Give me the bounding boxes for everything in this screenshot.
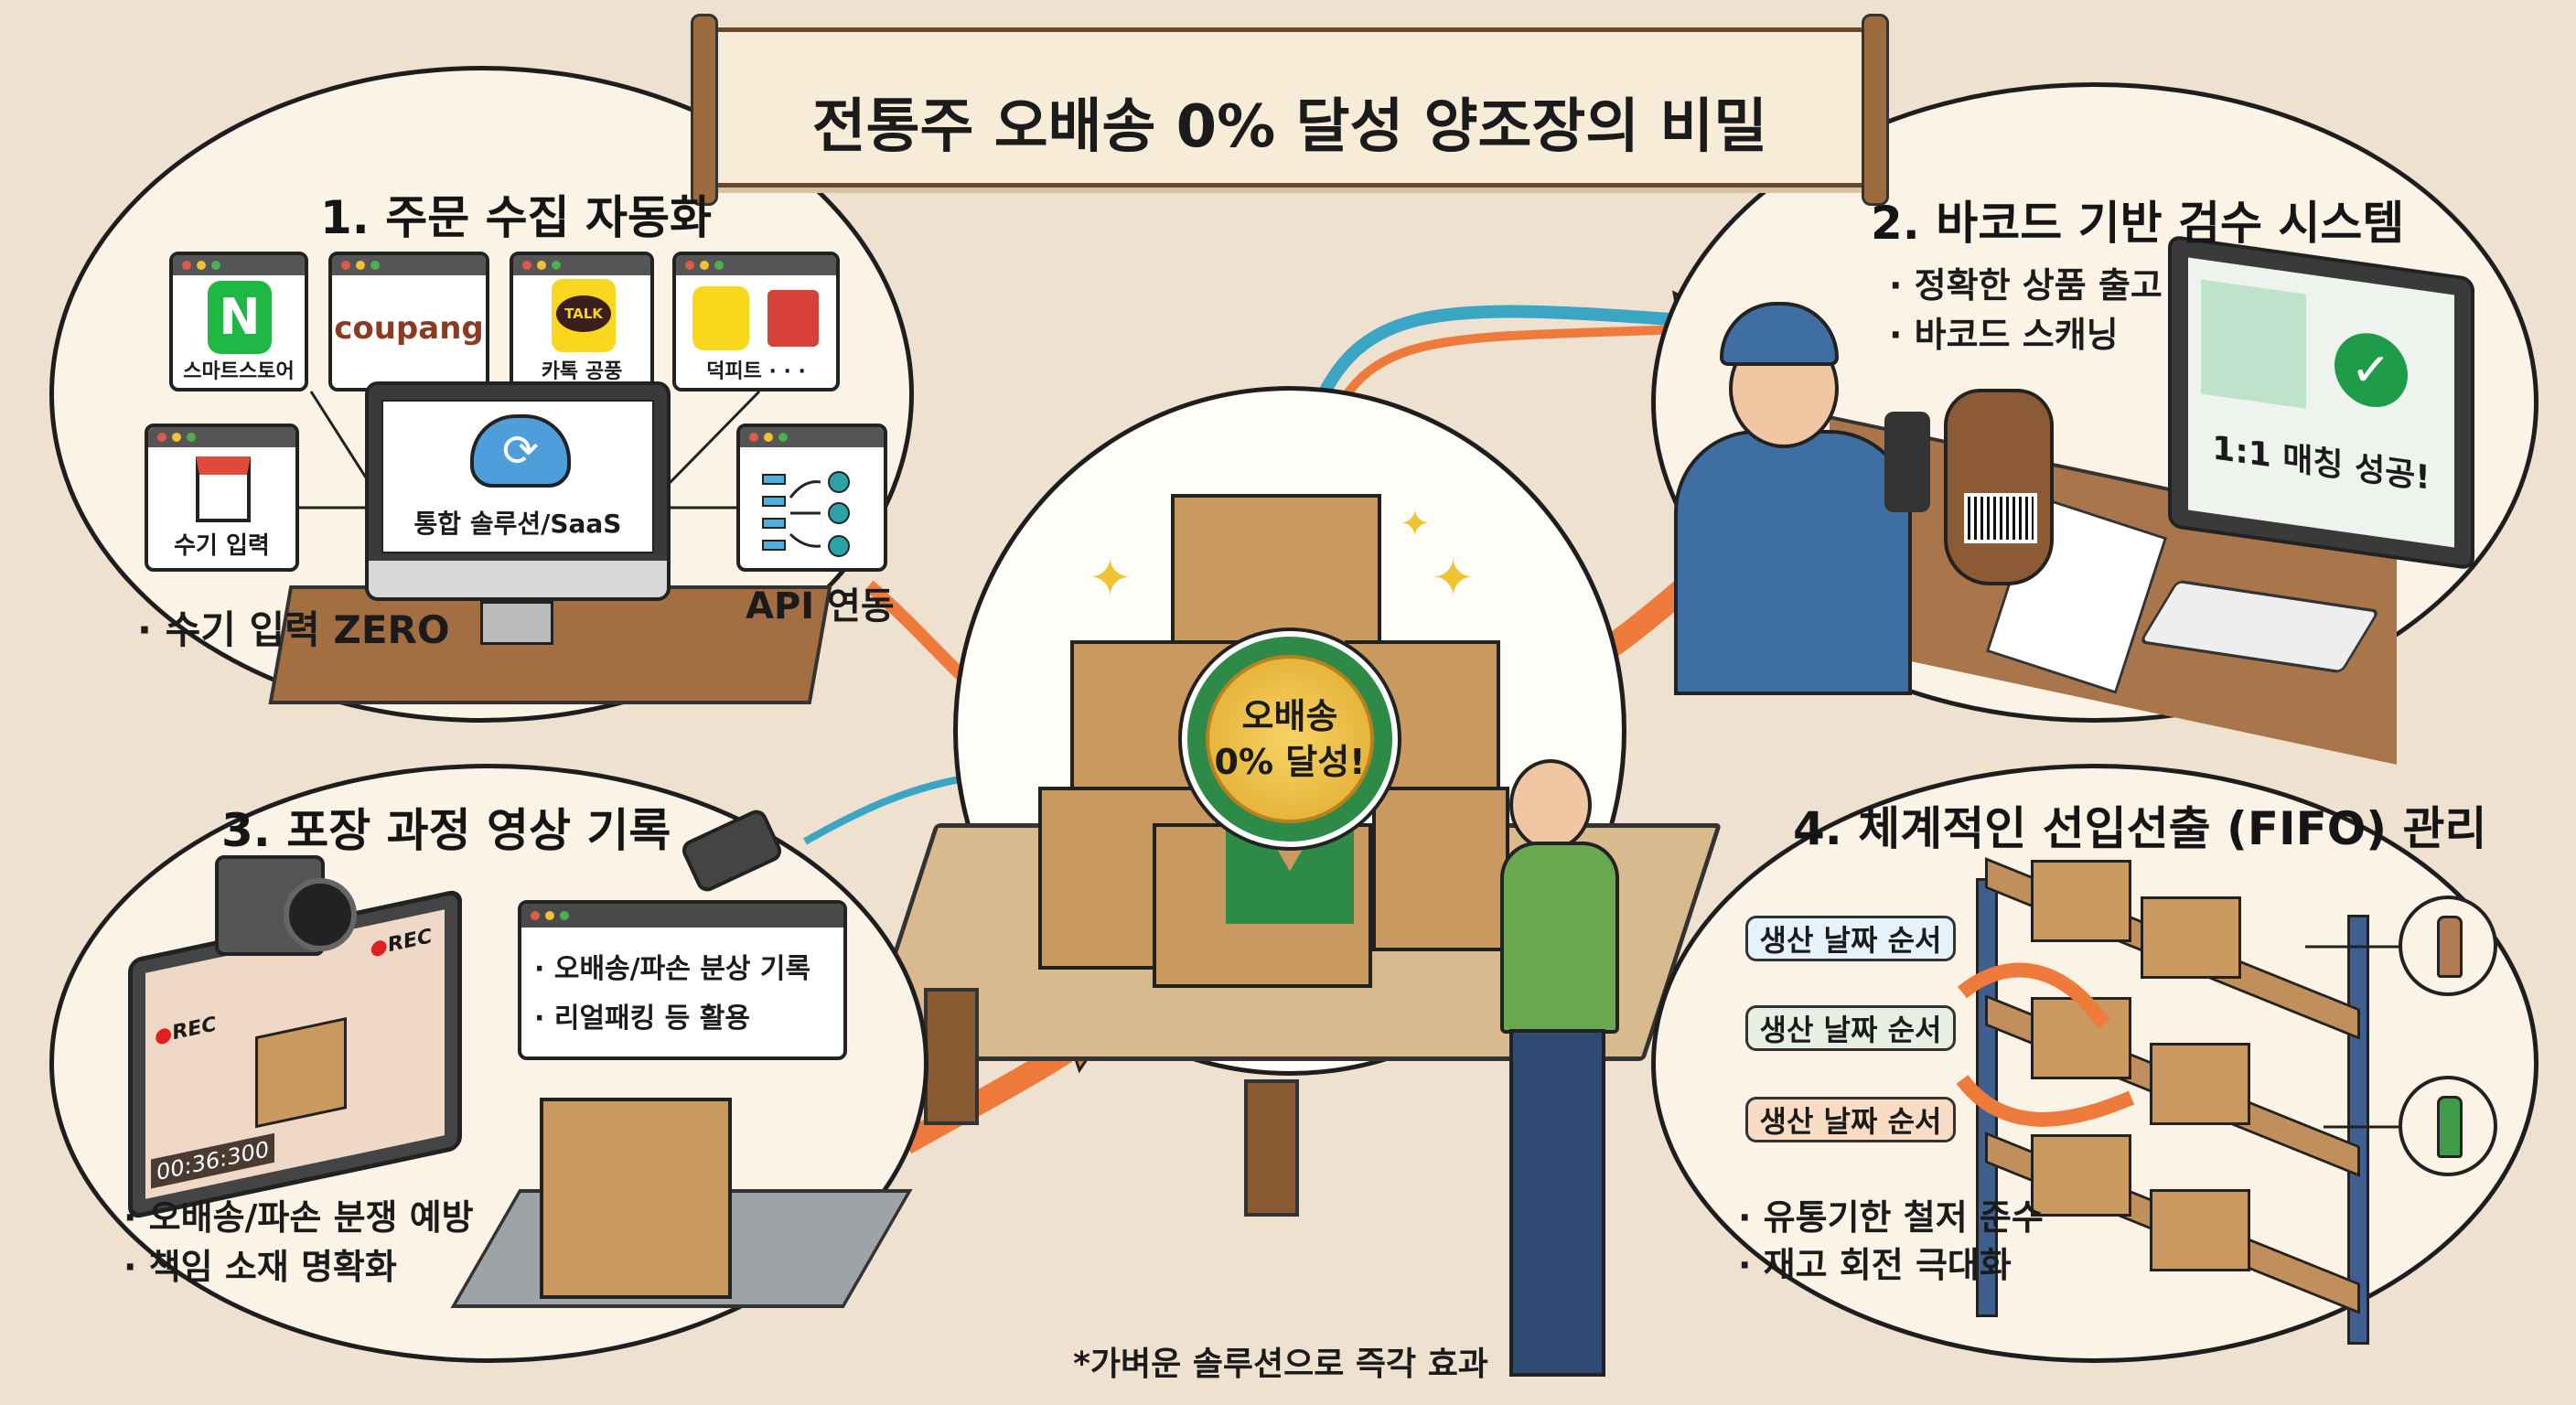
footer-note: *가벼운 솔루션으로 즉각 효과 [1073, 1346, 1488, 1383]
title-scroll: 전통주 오배송 0% 달성 양조장의 비밀 [691, 14, 1889, 206]
production-date-label-1: 생산 날짜 순서 [1745, 916, 1956, 961]
channel-kakao: TALK 카톡 공풍 [510, 252, 654, 391]
staff-shirt [1500, 842, 1619, 1034]
panel2-bullet-1: · 정확한 상품 출고 [1889, 265, 2163, 306]
api-label: API 연동 [746, 585, 895, 627]
scroll-rod-left [691, 14, 718, 206]
makgeolli-bottle [1944, 389, 2054, 585]
sparkle-icon: ✦ [1432, 549, 1475, 608]
brown-bottle-icon [2399, 896, 2497, 996]
badge-line2: 0% 달성! [1214, 742, 1366, 782]
staff-person [1509, 759, 1592, 851]
monitor-stand [480, 601, 553, 645]
sealed-box [540, 1098, 732, 1299]
channel-manual-entry: 수기 입력 [145, 424, 299, 572]
panel3-title: 3. 포장 과정 영상 기록 [221, 804, 671, 857]
kakao-talk-icon [692, 286, 749, 350]
naver-n-logo: N [208, 281, 272, 354]
panel2-title: 2. 바코드 기반 검수 시스템 [1871, 197, 2405, 250]
camera-lens [284, 878, 357, 951]
panel4-bullet-1: · 유통기한 철저 준수 [1738, 1197, 2044, 1238]
platform-leg-right [1244, 1079, 1299, 1217]
panel4-bullet-2: · 재고 회전 극대화 [1738, 1245, 2012, 1285]
sparkle-icon: ✦ [1089, 549, 1132, 608]
panel1-bullet: · 수기 입력 ZERO [137, 607, 450, 652]
channel-other: 덕피트 · · · [672, 252, 840, 391]
sparkle-icon: ✦ [1400, 503, 1431, 545]
channel-coupang: coupang [328, 252, 489, 391]
production-date-label-2: 생산 날짜 순서 [1745, 1005, 1956, 1051]
info-bullet-1: · 오배송/파손 분상 기록 [534, 953, 811, 985]
api-flow-icon [762, 471, 850, 557]
info-bullet-2: · 리얼패킹 등 활용 [534, 1003, 750, 1035]
panel3-bullet-1: · 오배송/파손 분쟁 예방 [123, 1197, 474, 1238]
badge-medal: 오배송 0% 달성! [1206, 655, 1374, 823]
scroll-rod-right [1862, 14, 1889, 206]
barcode-label [1964, 493, 2037, 543]
production-date-label-3: 생산 날짜 순서 [1745, 1097, 1956, 1142]
green-bottle-icon [2399, 1076, 2497, 1176]
worker-body [1674, 430, 1912, 695]
panel1-title: 1. 주문 수집 자동화 [320, 191, 713, 244]
panel4-title: 4. 체계적인 선입선출 (FIFO) 관리 [1793, 802, 2487, 855]
gift-box-icon [767, 290, 819, 347]
kakao-talk-logo: TALK [552, 279, 616, 352]
panel3-bullet-2: · 책임 소재 명확화 [123, 1247, 397, 1287]
storage-shelf [1976, 857, 2369, 1345]
api-window [736, 424, 887, 572]
packing-info-window: · 오배송/파손 분상 기록 · 리얼패킹 등 활용 [518, 900, 847, 1060]
channel-smartstore: N 스마트스토어 [169, 252, 308, 391]
platform-leg-left [924, 988, 979, 1125]
staff-legs [1509, 1029, 1605, 1377]
arrow-center-to-panel2 [1302, 305, 1684, 433]
badge-line1: 오배송 [1241, 696, 1338, 736]
hub-monitor-screen: ⟳ 통합 솔루션/SaaS [365, 381, 671, 601]
coupang-logo: coupang [334, 310, 484, 347]
box-bottom-right [1372, 787, 1509, 951]
store-icon [196, 456, 251, 522]
barcode-scanner-icon [1884, 412, 1930, 512]
hub-label: 통합 솔루션/SaaS [413, 509, 622, 539]
cloud-sync-icon: ⟳ [470, 414, 571, 488]
page-title: 전통주 오배송 0% 달성 양조장의 비밀 [811, 93, 1768, 161]
panel2-bullet-2: · 바코드 스캐닝 [1889, 315, 2119, 355]
